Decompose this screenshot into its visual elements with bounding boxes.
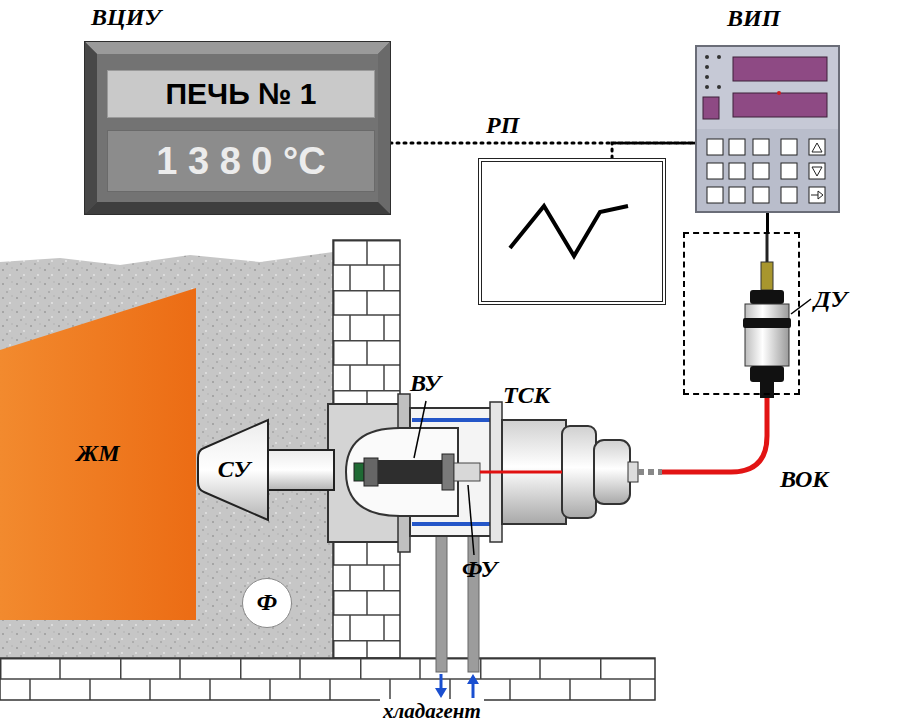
optic-rod bbox=[378, 460, 444, 484]
leader-line bbox=[791, 299, 811, 314]
dashed-enclosure: ДУ bbox=[683, 232, 800, 395]
brick-floor bbox=[0, 658, 655, 700]
part-label: ФУ bbox=[462, 556, 497, 584]
trend-line bbox=[482, 162, 662, 301]
leader-line bbox=[414, 401, 426, 458]
fiber-connector bbox=[628, 462, 638, 482]
part-label: ВУ bbox=[410, 370, 441, 398]
recorder-box: РП bbox=[478, 158, 666, 305]
coolant-pipe bbox=[436, 536, 447, 672]
coolant-arrow bbox=[435, 688, 447, 698]
sensor-cap bbox=[750, 290, 784, 304]
node-text: 1 3 8 0 °C bbox=[156, 140, 325, 183]
lens bbox=[354, 463, 364, 481]
sensor-body bbox=[745, 304, 789, 366]
signal-wire bbox=[766, 213, 769, 232]
cable-connector bbox=[761, 262, 773, 290]
metal-region: ЖМ bbox=[0, 288, 196, 620]
node-text: ВЦИУ bbox=[91, 4, 161, 32]
refractory-ground bbox=[0, 252, 333, 658]
fiber-connector bbox=[594, 440, 630, 504]
fiber-connector bbox=[562, 426, 596, 518]
label-anchor: ФУ bbox=[462, 556, 497, 584]
data-link bbox=[612, 143, 695, 158]
sight-tube: СУ bbox=[196, 418, 334, 522]
focusing-element bbox=[454, 463, 480, 481]
part-label: ТСК bbox=[503, 382, 550, 410]
node-text: ДУ bbox=[814, 286, 847, 314]
signal-wire bbox=[766, 234, 769, 262]
converter-device: ВИП bbox=[695, 45, 840, 213]
device-panel bbox=[697, 47, 838, 211]
leader-line bbox=[468, 485, 474, 555]
optical-cable bbox=[662, 398, 767, 472]
coolant-channel bbox=[412, 418, 492, 422]
part-label: ВОК bbox=[780, 466, 829, 494]
coolant-arrow bbox=[472, 682, 475, 698]
lens-dome bbox=[346, 428, 458, 516]
display-panel: ПЕЧЬ № 1 bbox=[107, 70, 375, 118]
node-text: ЖМ bbox=[76, 440, 119, 468]
lens-cap bbox=[364, 458, 378, 486]
label-anchor: ВУ bbox=[410, 370, 441, 398]
coolant-label: хладагент bbox=[380, 699, 484, 723]
display-unit: ВЦИУПЕЧЬ № 11 3 8 0 °C bbox=[85, 42, 390, 214]
circle-marker: Ф bbox=[242, 578, 292, 628]
inner-fiber bbox=[480, 471, 562, 474]
label-anchor: ТСК bbox=[503, 382, 550, 410]
node-text: ВИП bbox=[727, 5, 780, 33]
node-text: СУ bbox=[218, 456, 250, 484]
label-anchor: хладагент bbox=[380, 699, 484, 723]
coolant-channel bbox=[412, 522, 492, 526]
rod-collar bbox=[442, 454, 454, 490]
sensor-cap bbox=[750, 366, 784, 382]
node-text: РП bbox=[486, 112, 519, 140]
node-text: Ф bbox=[257, 589, 277, 617]
coolant-arrow bbox=[440, 674, 443, 690]
sight-tube-shape bbox=[196, 418, 334, 522]
sensor-ring bbox=[743, 318, 791, 328]
coolant-arrow bbox=[467, 674, 479, 684]
label-anchor: ВОК bbox=[780, 466, 829, 494]
node-text: ПЕЧЬ № 1 bbox=[165, 77, 316, 111]
display-panel: 1 3 8 0 °C bbox=[107, 130, 375, 192]
sensor-stem bbox=[760, 382, 774, 398]
fiber-sheath bbox=[638, 469, 662, 475]
